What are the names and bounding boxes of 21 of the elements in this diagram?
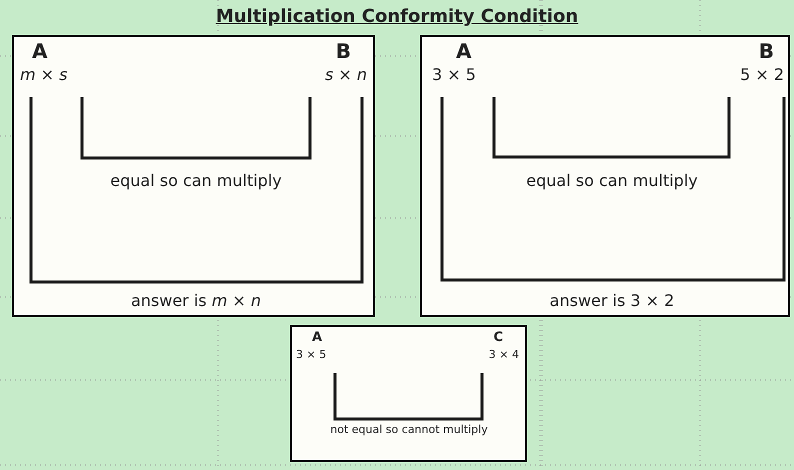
matrix-dimensions: 3 × 5 [432, 65, 476, 84]
matrix-dimensions: m × s [20, 65, 68, 84]
matrix-dimensions: 3 × 4 [488, 348, 519, 362]
matrix-letter: A [32, 39, 48, 63]
result-note: answer is 3 × 2 [548, 291, 676, 310]
bracket-note: equal so can multiply [109, 171, 283, 190]
diagram-title: Multiplication Conformity Condition [214, 6, 580, 27]
matrix-letter: A [312, 330, 322, 346]
example-panel [420, 35, 790, 317]
matrix-letter: C [493, 330, 503, 346]
example-panel [290, 325, 527, 462]
example-panel [12, 35, 375, 317]
bracket-note: not equal so cannot multiply [329, 423, 489, 436]
matrix-letter: B [336, 39, 351, 63]
result-note: answer is m × n [130, 291, 262, 310]
matrix-letter: B [758, 39, 774, 63]
matrix-dimensions: 5 × 2 [740, 65, 784, 84]
bracket-note: equal so can multiply [525, 171, 699, 190]
matrix-letter: A [456, 39, 472, 63]
matrix-dimensions: s × n [324, 65, 367, 84]
matrix-dimensions: 3 × 5 [296, 348, 326, 362]
